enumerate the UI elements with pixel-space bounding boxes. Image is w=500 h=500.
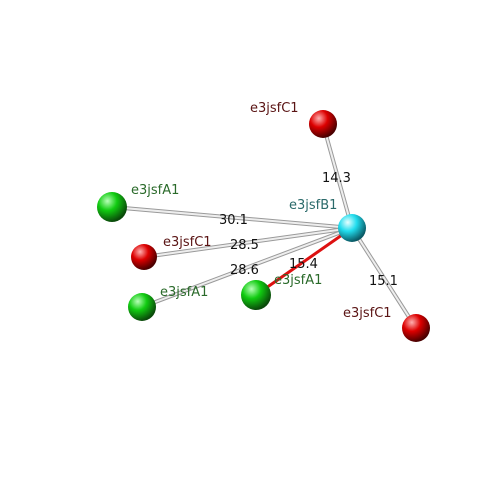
atom-label-redTop: e3jsfC1 (250, 101, 299, 116)
atom-redLeft[interactable] (131, 244, 157, 270)
bonds-layer (110, 122, 418, 330)
cyan-sphere[interactable] (338, 214, 366, 242)
bond-greenLeftBottom (140, 226, 354, 309)
atom-greenLeftBottom[interactable] (128, 293, 156, 321)
atom-redTop[interactable] (309, 110, 337, 138)
red-sphere[interactable] (131, 244, 157, 270)
atom-label-greenMid: e3jsfA1 (274, 273, 322, 288)
red-sphere[interactable] (402, 314, 430, 342)
distance-label-greenLeftTop: 30.1 (219, 213, 248, 228)
distance-label-redRight: 15.1 (369, 274, 398, 289)
bond-redTop (321, 122, 354, 230)
atom-labels: e3jsfB1 e3jsfC1 e3jsfA1 e3jsfC1 e3jsfA1 e3jsf… (131, 101, 392, 321)
bond-redRight (350, 226, 418, 330)
distance-label-redTop: 14.3 (322, 171, 351, 186)
bond-redLeft (142, 226, 354, 259)
atom-label-redRight: e3jsfC1 (343, 306, 392, 321)
distance-label-greenMid: 15.4 (289, 257, 318, 272)
distance-label-redLeft: 28.5 (230, 238, 259, 253)
green-sphere[interactable] (97, 192, 127, 222)
atom-redRight[interactable] (402, 314, 430, 342)
atom-greenMid[interactable] (241, 280, 271, 310)
atom-label-center: e3jsfB1 (289, 198, 337, 213)
distance-labels: 14.3 30.1 28.5 28.6 15.4 15.1 (219, 171, 398, 289)
atoms-layer (97, 110, 430, 342)
atom-label-greenLeftTop: e3jsfA1 (131, 183, 179, 198)
red-sphere[interactable] (309, 110, 337, 138)
bond-greenMid (254, 226, 354, 297)
atom-label-greenLeftBottom: e3jsfA1 (160, 285, 208, 300)
green-sphere[interactable] (241, 280, 271, 310)
green-sphere[interactable] (128, 293, 156, 321)
atom-center[interactable] (338, 214, 366, 242)
bond-greenLeftTop (110, 205, 354, 230)
atom-greenLeftTop[interactable] (97, 192, 127, 222)
distance-label-greenLeftBottom: 28.6 (230, 263, 259, 278)
atom-label-redLeft: e3jsfC1 (163, 235, 212, 250)
